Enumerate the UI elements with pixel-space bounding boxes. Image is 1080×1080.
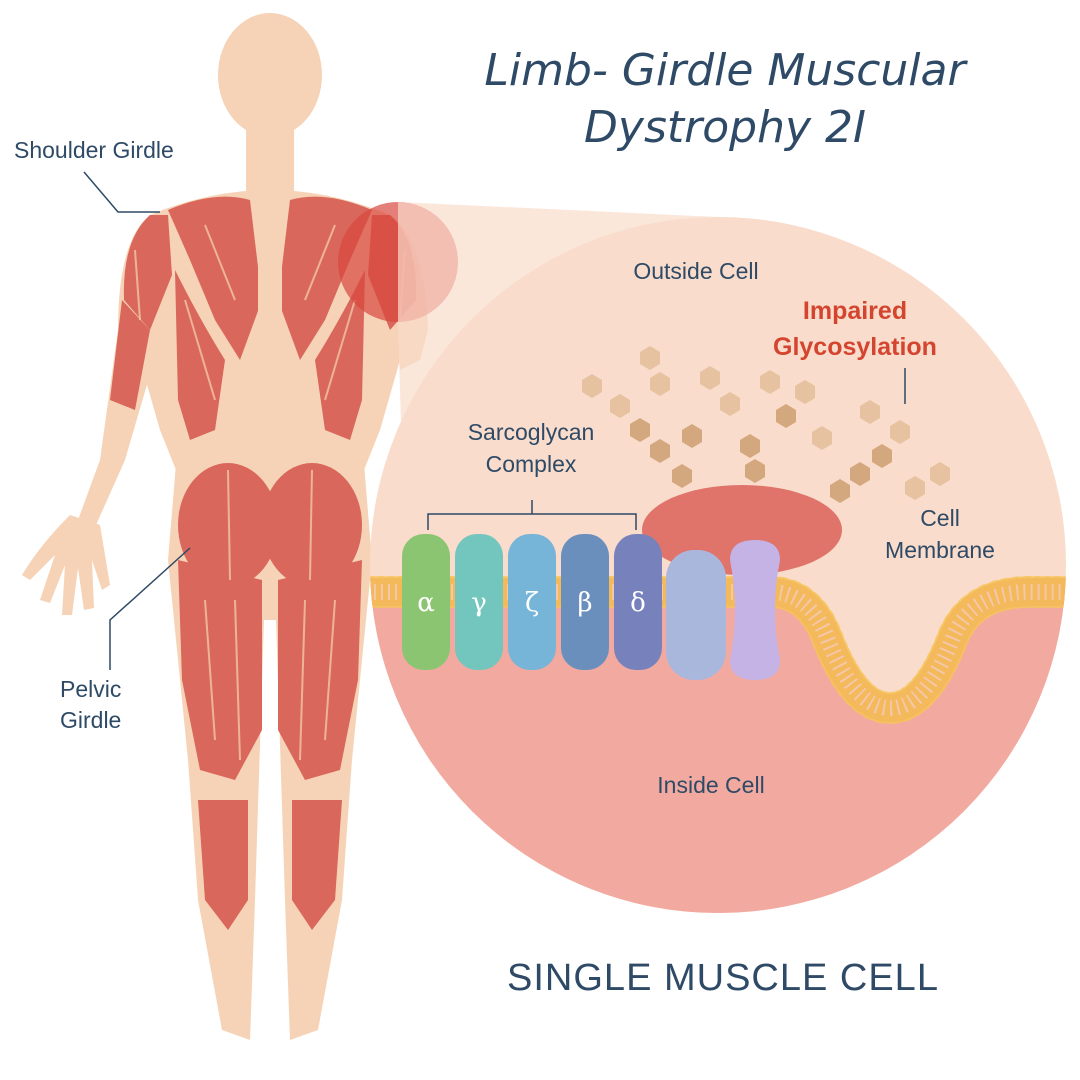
glycan-chains (582, 346, 950, 503)
membrane-protein-blue (666, 550, 726, 680)
sarcoglycan-label-2: Complex (486, 451, 577, 477)
impaired-glycosylation-label-1: Impaired (803, 297, 907, 325)
sarcoglycan-subunit (508, 534, 556, 670)
sarcoglycan-symbol: ζ (525, 588, 539, 618)
cell-membrane-label-2: Membrane (885, 537, 995, 563)
impaired-glycosylation-label-2: Glycosylation (773, 333, 937, 361)
sarcoglycan-subunit (402, 534, 450, 670)
sarcoglycan-bracket (427, 500, 637, 530)
membrane-protein-purple (730, 540, 780, 680)
outside-cell-label: Outside Cell (633, 258, 758, 284)
title-line-2: Dystrophy 2I (584, 102, 866, 153)
caption: SINGLE MUSCLE CELL (507, 957, 939, 999)
sarcoglycan-symbol: δ (630, 588, 646, 618)
shoulder-girdle-label: Shoulder Girdle (14, 137, 174, 163)
cell-membrane-label-1: Cell (920, 505, 960, 531)
title-line-1: Limb- Girdle Muscular (484, 45, 968, 96)
pelvic-girdle-label-2: Girdle (60, 707, 121, 733)
sarcoglycan-symbol: β (577, 588, 592, 618)
sarcoglycan-symbol: α (417, 588, 435, 618)
sarcoglycan-subunit (455, 534, 503, 670)
inside-cell-region (370, 600, 1066, 913)
pelvic-girdle-label-1: Pelvic (60, 676, 121, 702)
leader-lines (83, 171, 906, 670)
inside-cell-label: Inside Cell (657, 772, 764, 798)
sarcoglycan-symbol: γ (471, 588, 487, 618)
human-figure (22, 13, 458, 1040)
sarcoglycan-label-1: Sarcoglycan (468, 419, 595, 445)
sarcoglycan-subunit (614, 534, 662, 670)
sarcoglycan-subunit (561, 534, 609, 670)
